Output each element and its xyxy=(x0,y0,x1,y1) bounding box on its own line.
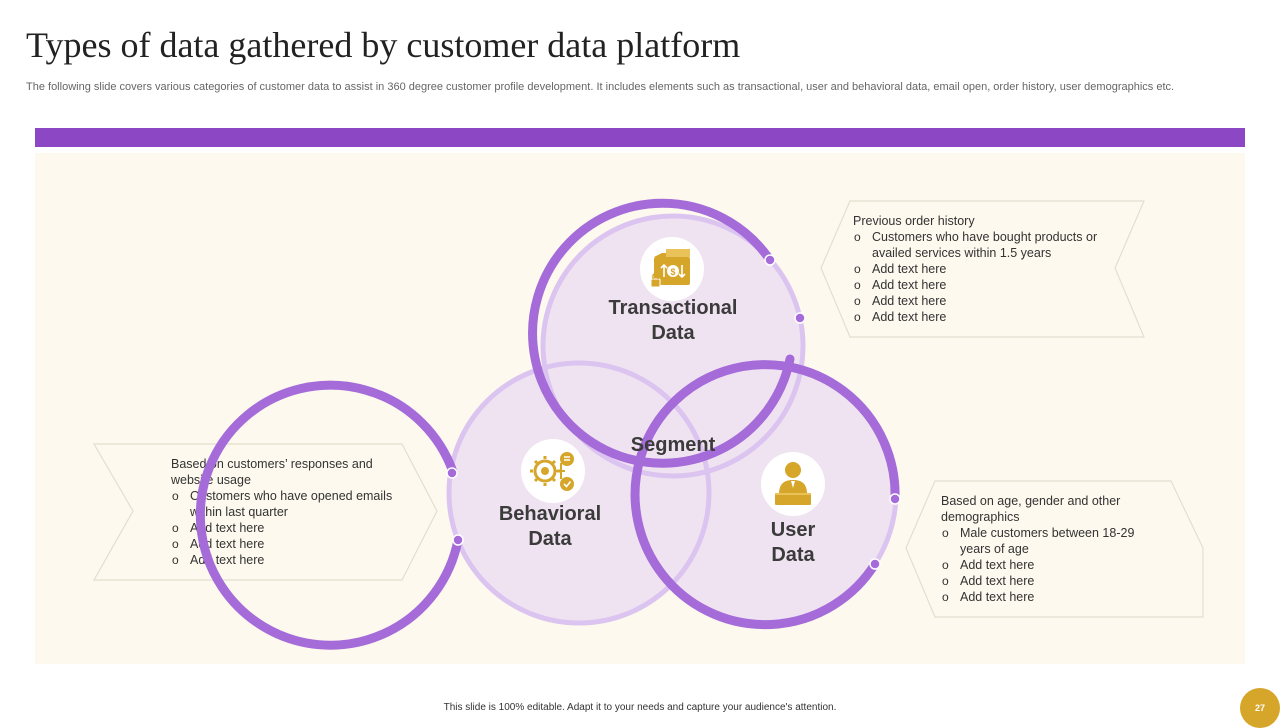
venn-diagram xyxy=(195,198,901,650)
user-bullet: Add text here xyxy=(941,589,1151,605)
behavioral-bullet: Customers who have opened emails within … xyxy=(171,488,404,520)
transactional-callout: Previous order history Customers who hav… xyxy=(820,200,1146,340)
user-callout-intro: Based on age, gender and other demograph… xyxy=(941,494,1121,524)
behavioral-circle xyxy=(449,363,709,623)
user-label-line2: Data xyxy=(771,544,815,566)
slide-subtitle: The following slide covers various categ… xyxy=(26,81,1175,93)
user-label-line1: User xyxy=(770,519,816,541)
transactional-bullet: Add text here xyxy=(853,261,1115,277)
transactional-label-line2: Data xyxy=(651,322,695,344)
behavioral-icon-badge xyxy=(521,439,585,503)
behavioral-callout-intro: Based on customers’ responses and websit… xyxy=(171,457,373,487)
behavioral-arc xyxy=(195,380,463,650)
behavioral-label-line2: Data xyxy=(528,528,572,550)
transactional-bullet: Add text here xyxy=(853,277,1115,293)
svg-text:$: $ xyxy=(670,267,675,277)
transactional-callout-text: Previous order history Customers who hav… xyxy=(853,213,1115,325)
money-folder-icon: $ xyxy=(650,249,690,288)
slide-title: Types of data gathered by customer data … xyxy=(26,25,741,65)
person-laptop-icon xyxy=(775,462,811,505)
slide-footer: This slide is 100% editable. Adapt it to… xyxy=(443,702,837,713)
header-bar xyxy=(35,128,1245,147)
transactional-icon-badge: $ xyxy=(640,237,704,301)
user-arc xyxy=(630,360,900,630)
behavioral-bullet: Add text here xyxy=(171,520,404,536)
user-bullet: Male customers between 18-29 years of ag… xyxy=(941,525,1151,557)
transactional-bullet: Add text here xyxy=(853,309,1115,325)
transactional-bullet: Add text here xyxy=(853,293,1115,309)
transactional-label-line1: Transactional xyxy=(608,297,738,319)
behavioral-label: Behavioral Data xyxy=(480,502,620,552)
user-icon-badge xyxy=(761,452,825,516)
user-label: User Data xyxy=(733,518,853,568)
behavioral-label-line1: Behavioral xyxy=(498,503,602,525)
page-number-badge: 27 xyxy=(1240,688,1280,728)
user-callout-text: Based on age, gender and other demograph… xyxy=(941,493,1151,605)
transactional-arc xyxy=(528,198,795,468)
content-panel: Previous order history Customers who hav… xyxy=(35,153,1245,664)
user-bullet: Add text here xyxy=(941,557,1151,573)
segment-label: Segment xyxy=(630,434,716,456)
brain-gears-icon xyxy=(530,452,574,491)
transactional-bullet: Customers who have bought products or av… xyxy=(853,229,1115,261)
transactional-label: Transactional Data xyxy=(593,296,753,346)
user-callout: Based on age, gender and other demograph… xyxy=(905,480,1207,620)
user-bullet: Add text here xyxy=(941,573,1151,589)
transactional-callout-intro: Previous order history xyxy=(853,214,975,228)
